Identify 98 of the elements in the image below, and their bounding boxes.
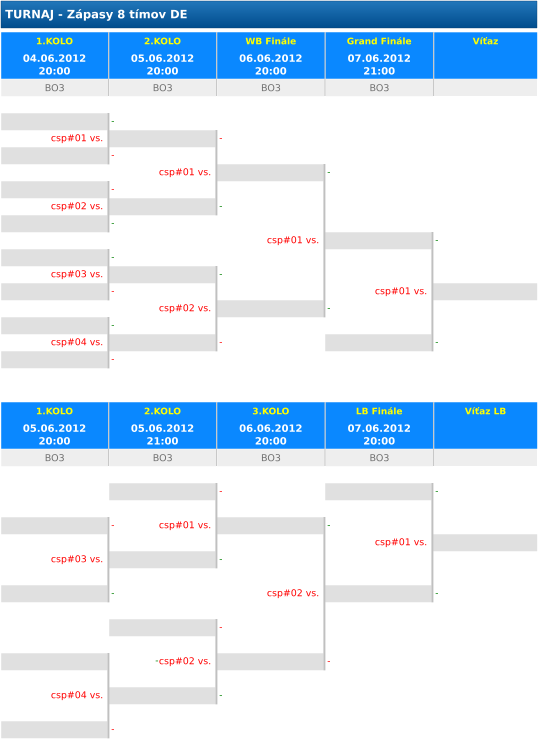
score-label: - <box>220 627 222 628</box>
score-label: - <box>220 138 222 139</box>
node-label: 3.KOLO <box>252 408 289 414</box>
score-label: - <box>112 223 114 224</box>
score-label: - <box>220 559 222 560</box>
match-label: csp#01 vs. <box>374 537 428 548</box>
score-label: - <box>220 206 222 207</box>
header-cell: Víťaz LB <box>434 402 538 449</box>
node-label: Víťaz LB <box>464 406 506 414</box>
match-label: csp#01 vs. <box>158 520 212 532</box>
node-label: BO3 <box>262 454 280 462</box>
match-label: csp#03 vs. <box>50 554 104 566</box>
match-label: csp#01 vs. <box>266 235 320 246</box>
node-label: 05.06.2012 20:00 <box>131 54 194 75</box>
match-label: csp#03 vs. <box>50 269 104 280</box>
node-label: BO3 <box>262 84 280 92</box>
score-label: - <box>220 274 222 276</box>
score-label: - <box>112 359 114 360</box>
bracket-line <box>323 164 326 318</box>
match-label: csp#01 vs. <box>158 167 212 178</box>
header-cell: 1.KOLO 04.06.2012 20:00 <box>1 32 109 80</box>
score-label: - <box>220 491 222 492</box>
score-label: - <box>436 240 438 242</box>
table-cell: BO3 <box>1 448 109 466</box>
bracket-line <box>323 517 326 670</box>
match-label: csp#02 vs. <box>50 201 104 212</box>
bracket-line <box>215 266 218 352</box>
score-label: - <box>112 257 114 258</box>
score-label: - <box>328 525 330 526</box>
bracket-line <box>215 483 218 568</box>
bracket-line <box>215 619 218 704</box>
node-label: 07.06.2012 20:00 <box>348 424 410 445</box>
score-label: - <box>112 729 114 730</box>
header-cell: 2.KOLO 05.06.2012 20:00 <box>109 32 217 80</box>
match-label: csp#02 vs. <box>266 588 320 600</box>
score-label: - <box>436 593 438 594</box>
node-label: BO3 <box>154 84 172 92</box>
team-slot <box>433 283 538 300</box>
table-cell: BO3 <box>326 448 434 466</box>
match-label: csp#01 vs. <box>50 133 104 144</box>
table-cell: BO3 <box>326 78 434 96</box>
node-label: BO3 <box>370 84 389 92</box>
score-label: - <box>112 525 114 526</box>
score-label: - <box>112 155 114 156</box>
node-label: 2.KOLO <box>144 38 181 44</box>
table-cell: BO3 <box>217 448 326 466</box>
score-label: - <box>220 695 222 696</box>
bracket-line <box>107 653 110 738</box>
header-cell: Grand Finále 07.06.2012 21:00 <box>326 32 434 80</box>
node-label: LB Finále <box>356 407 402 414</box>
header-cell: WB Finále 06.06.2012 20:00 <box>217 32 326 80</box>
score-label: - <box>112 121 114 122</box>
score-label: - <box>112 325 114 326</box>
table-cell: BO3 <box>109 78 217 96</box>
score-label: - <box>328 661 330 662</box>
node-label: 2.KOLO <box>144 408 181 414</box>
score-label: - <box>328 308 330 310</box>
node-label: 07.06.2012 21:00 <box>348 54 410 75</box>
team-slot <box>433 534 538 552</box>
bracket-line <box>107 317 110 368</box>
header-cell: 3.KOLO 06.06.2012 20:00 <box>217 402 326 450</box>
match-label: csp#04 vs. <box>50 337 104 348</box>
header-cell: LB Finále 07.06.2012 20:00 <box>326 402 434 450</box>
score-label: - <box>112 189 114 190</box>
match-label: csp#02 vs. <box>158 303 212 314</box>
bracket-line <box>431 232 434 352</box>
table-cell: BO3 <box>1 78 109 96</box>
score-label: - <box>436 342 438 344</box>
node-label: Grand Finále <box>347 37 412 44</box>
node-label: 05.06.2012 21:00 <box>131 424 194 445</box>
score-label: - <box>436 491 438 492</box>
bracket-line <box>107 181 110 232</box>
score-label: - <box>220 342 222 344</box>
header-cell: Víťaz <box>434 32 538 79</box>
node-label: WB Finále <box>246 37 296 44</box>
table-cell: BO3 <box>109 448 217 466</box>
bracket-line <box>107 113 110 164</box>
header-cell: 1.KOLO 05.06.2012 20:00 <box>1 402 109 450</box>
title-bar: TURNAJ - Zápasy 8 tímov DE <box>0 0 538 28</box>
match-label: csp#01 vs. <box>374 286 428 298</box>
match-label: csp#04 vs. <box>50 690 104 702</box>
node-label: Víťaz <box>472 36 498 44</box>
score-label: - <box>328 172 330 173</box>
team-slot <box>1 653 108 670</box>
node-label: BO3 <box>370 454 389 462</box>
node-label: 06.06.2012 20:00 <box>240 424 302 445</box>
bracket-line <box>431 483 434 602</box>
score-label: - <box>112 291 114 292</box>
score-label: - <box>112 593 114 594</box>
table-cell: BO3 <box>217 78 326 96</box>
bracket-line <box>107 249 110 300</box>
bracket-line <box>215 130 218 216</box>
score-label: - <box>156 660 158 662</box>
header-cell: 2.KOLO 05.06.2012 21:00 <box>109 402 217 450</box>
match-label: csp#02 vs. <box>158 656 212 668</box>
bracket-line <box>107 517 110 602</box>
node-label: 06.06.2012 20:00 <box>240 54 302 75</box>
node-label: BO3 <box>154 454 172 462</box>
